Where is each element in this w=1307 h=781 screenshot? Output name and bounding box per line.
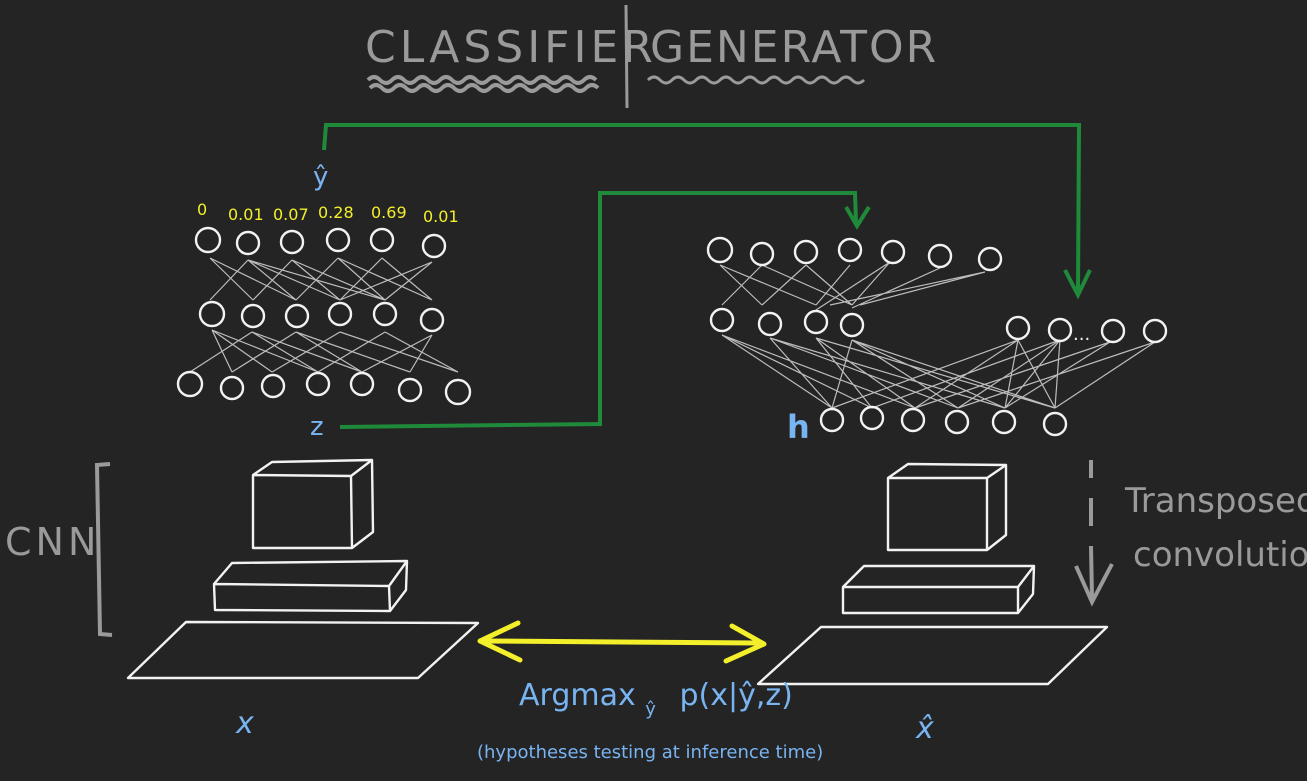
generator-output-plane xyxy=(756,625,1109,686)
cnn-bracket xyxy=(94,462,113,637)
x-label: x xyxy=(235,706,254,741)
h-label: h xyxy=(787,408,810,446)
probability-4: 0.69 xyxy=(371,203,407,222)
inference-note: (hypotheses testing at inference time) xyxy=(477,742,823,763)
generator-h-neuron xyxy=(991,409,1017,435)
y-hat-label: ŷ xyxy=(313,162,328,192)
classifier-hidden-neuron xyxy=(240,303,266,329)
generator-h-neuron xyxy=(819,407,845,433)
generator-h-neuron xyxy=(859,405,885,431)
generator-h-neuron xyxy=(900,407,926,433)
argmax-word: Argmax xyxy=(519,678,636,713)
x-hat-label: x̂ xyxy=(915,711,934,746)
probability-1: 0.01 xyxy=(228,205,264,224)
classifier-title: CLASSIFIER xyxy=(365,22,657,73)
probability-3: 0.28 xyxy=(318,203,354,222)
classifier-input-neuron xyxy=(397,377,423,403)
classifier-hidden-neuron xyxy=(372,301,398,327)
cnn-label: CNN xyxy=(5,520,100,564)
generator-y-neuron xyxy=(1047,317,1073,343)
classifier-connections xyxy=(189,257,459,373)
generator-mid-volume xyxy=(841,564,1036,615)
classifier-output-neuron xyxy=(421,233,447,259)
y-hat-arrowhead xyxy=(1063,269,1092,300)
classifier-output-neuron xyxy=(369,227,395,253)
generator-h-neuron xyxy=(944,409,970,435)
transposed-label-line1: Transposed xyxy=(1124,481,1307,521)
classifier-small-volume xyxy=(251,458,375,550)
transposed-label-line2: convolution xyxy=(1133,535,1307,575)
generator-hidden-neuron xyxy=(803,309,829,335)
generator-z-neuron xyxy=(977,246,1003,272)
argmax-subscript: ŷ xyxy=(645,699,656,720)
generator-hidden-neuron xyxy=(839,312,865,338)
generator-z-neuron xyxy=(749,241,775,267)
generator-ellipsis: ... xyxy=(1073,324,1090,345)
generator-hidden-neuron xyxy=(757,311,783,337)
classifier-input-neuron xyxy=(305,371,331,397)
header-divider xyxy=(624,4,629,109)
classifier-input-neuron xyxy=(176,370,204,398)
classifier-volumes xyxy=(126,458,480,680)
generator-volumes xyxy=(756,462,1109,686)
argmax-formula: Argmax ŷ p(x|ŷ,z) xyxy=(519,678,793,723)
generator-y-neuron xyxy=(1142,318,1168,344)
generator-z-neuron xyxy=(927,243,953,269)
classifier-neurons xyxy=(176,226,472,406)
generator-connections xyxy=(719,261,1156,409)
classifier-output-neuron xyxy=(235,230,261,256)
generator-hidden-neuron xyxy=(709,307,735,333)
classifier-output-neuron xyxy=(279,229,305,255)
generator-small-volume xyxy=(886,462,1008,552)
generator-z-neuron xyxy=(837,237,863,263)
classifier-mid-volume xyxy=(212,559,409,613)
classifier-input-neuron xyxy=(219,375,245,401)
generator-neurons xyxy=(706,236,1168,437)
classifier-input-neuron xyxy=(349,371,375,397)
generator-z-neuron xyxy=(793,239,819,265)
z-label: z xyxy=(310,412,324,442)
classifier-hidden-neuron xyxy=(419,307,445,333)
classifier-hidden-neuron xyxy=(327,301,353,327)
generator-y-neuron xyxy=(1100,318,1126,344)
probability-2: 0.07 xyxy=(273,205,309,224)
generator-title: GENERATOR xyxy=(650,22,938,73)
comparison-double-arrow xyxy=(477,620,767,664)
classifier-input-neuron xyxy=(444,378,472,406)
argmax-expression: p(x|ŷ,z) xyxy=(679,678,792,713)
classifier-hidden-neuron xyxy=(284,303,310,329)
generator-z-neuron xyxy=(880,239,906,265)
classifier-input-plane xyxy=(126,620,480,680)
probability-5: 0.01 xyxy=(423,207,459,226)
generator-title-underline xyxy=(646,75,866,85)
classifier-title-underline xyxy=(366,75,600,93)
classifier-hidden-neuron xyxy=(198,300,226,328)
classifier-output-neuron xyxy=(325,227,351,253)
classifier-input-neuron xyxy=(260,373,286,399)
generator-y-neuron xyxy=(1005,315,1031,341)
generator-z-neuron xyxy=(706,236,734,264)
z-arrowhead xyxy=(844,205,871,230)
classifier-output-neuron xyxy=(194,226,222,254)
generator-h-neuron xyxy=(1042,411,1068,437)
y-hat-to-generator-arrow xyxy=(322,123,1082,291)
z-to-generator-arrow xyxy=(339,191,858,429)
probability-0: 0 xyxy=(197,200,207,219)
transposed-arrow xyxy=(1074,460,1114,607)
